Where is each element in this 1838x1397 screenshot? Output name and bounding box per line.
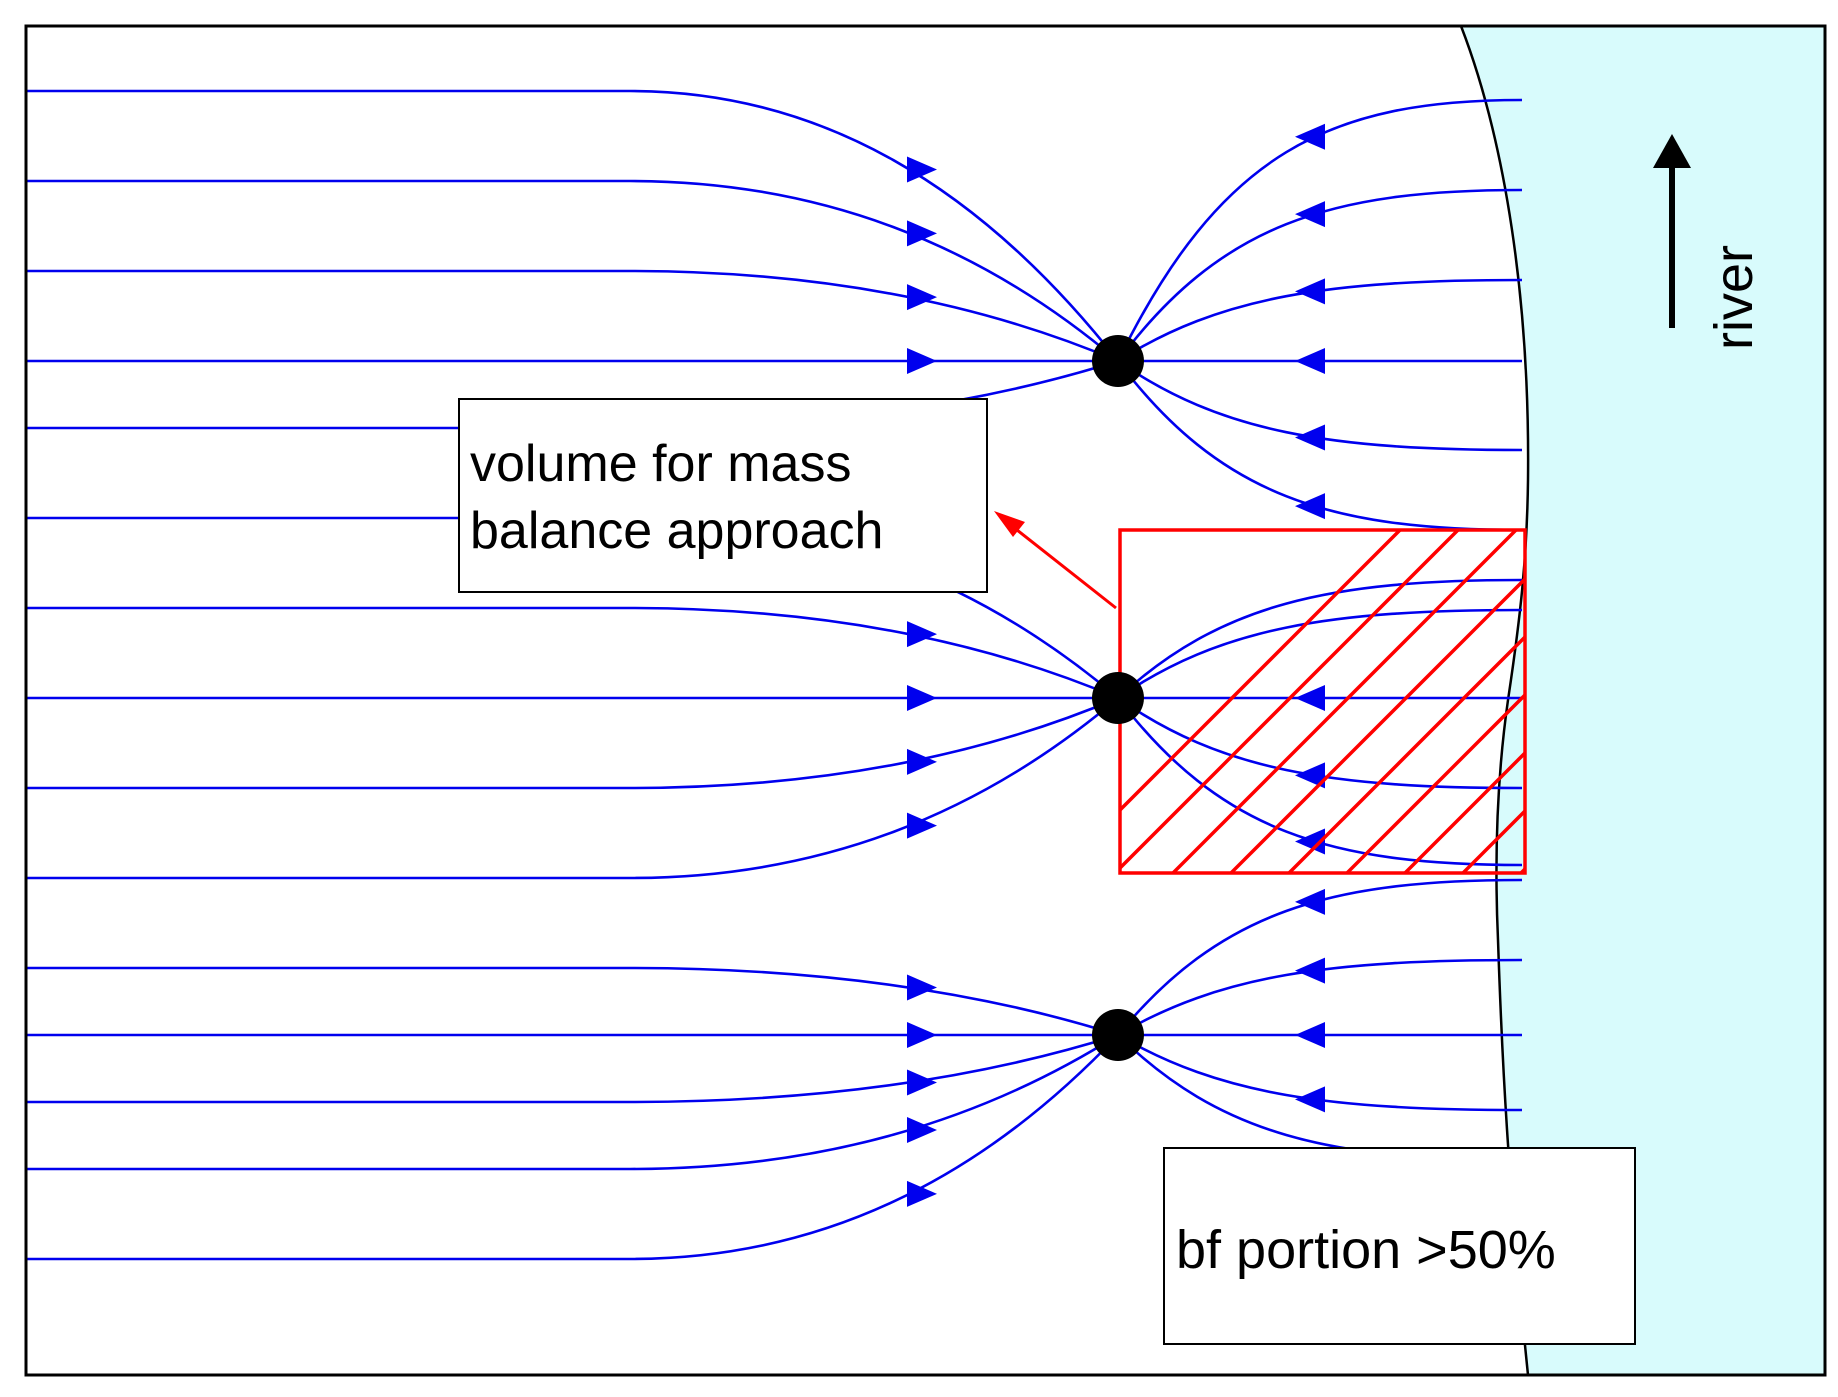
hatch-line xyxy=(1120,530,1403,813)
hatch-line xyxy=(1170,530,1519,873)
streamline-left-10 xyxy=(26,697,1119,880)
flow-arrow-left-13 xyxy=(907,1069,937,1096)
streamline-left-9 xyxy=(26,696,1119,790)
flow-arrow-left-10 xyxy=(907,812,937,839)
streamline-right-1 xyxy=(1116,98,1523,362)
flow-arrow-left-9 xyxy=(907,748,937,775)
hatch-line xyxy=(1402,750,1525,873)
flow-arrow-right-11 xyxy=(1295,828,1325,855)
flow-arrow-right-10 xyxy=(1295,762,1325,789)
streamline-left-2 xyxy=(26,179,1119,362)
streamline-right-13 xyxy=(1117,958,1523,1037)
streamline-left-3 xyxy=(26,269,1119,363)
river-bank xyxy=(1459,25,1530,1376)
hatch-line xyxy=(1460,808,1525,873)
streamline-left-1 xyxy=(26,89,1120,362)
flow-arrow-left-3 xyxy=(907,284,937,311)
flow-arrow-right-14 xyxy=(1295,1022,1325,1048)
streamline-left-7 xyxy=(26,606,1119,700)
river-direction-arrow xyxy=(1653,134,1691,328)
flow-arrowheads xyxy=(907,123,1325,1207)
hatch-line xyxy=(1344,692,1525,873)
flow-arrow-left-12 xyxy=(907,1022,937,1048)
flow-arrow-right-5 xyxy=(1295,424,1325,451)
flow-arrow-right-2 xyxy=(1295,201,1325,228)
streamline-right-2 xyxy=(1116,188,1523,362)
flow-arrow-right-4 xyxy=(1295,348,1325,374)
river-label: river xyxy=(1704,245,1764,350)
well-top xyxy=(1092,335,1144,387)
bf-portion-label: bf portion >50% xyxy=(1176,1220,1556,1280)
flow-arrow-left-2 xyxy=(907,220,937,247)
flow-arrow-right-12 xyxy=(1295,888,1325,915)
hatch-line xyxy=(1286,634,1525,873)
streamline-right-3 xyxy=(1117,278,1523,363)
river-area xyxy=(1461,26,1825,1375)
streamline-right-7 xyxy=(1117,578,1523,699)
flow-arrow-left-7 xyxy=(907,621,937,648)
hatch-line xyxy=(1120,530,1461,871)
flow-arrow-left-1 xyxy=(907,156,937,183)
streamline-left-11 xyxy=(26,966,1119,1037)
diagram-frame xyxy=(24,24,1827,1377)
well-bottom xyxy=(1092,1009,1144,1061)
volume-pointer-arrow xyxy=(994,511,1117,610)
streamline-right-11 xyxy=(1116,697,1523,867)
flow-arrow-left-8 xyxy=(907,685,937,711)
bf-portion-label-box: bf portion >50% xyxy=(1163,1147,1636,1345)
streamline-left-15 xyxy=(26,1034,1119,1261)
flow-arrow-left-14 xyxy=(907,1117,937,1144)
flow-arrow-right-13 xyxy=(1295,957,1325,984)
well-middle xyxy=(1092,672,1144,724)
flow-arrow-right-3 xyxy=(1295,278,1325,305)
flow-arrow-left-11 xyxy=(907,974,937,1001)
streamline-left-13 xyxy=(26,1033,1119,1104)
streamlines xyxy=(26,89,1523,1261)
flow-arrow-left-15 xyxy=(907,1180,937,1207)
flow-arrow-right-15 xyxy=(1295,1086,1325,1113)
volume-label-line1: volume for mass xyxy=(470,435,851,493)
flow-arrow-right-9 xyxy=(1295,685,1325,711)
streamline-right-12 xyxy=(1116,878,1523,1036)
streamline-right-5 xyxy=(1117,359,1523,452)
volume-label-line2: balance approach xyxy=(470,502,883,560)
volume-label-box: volume for mass balance approach xyxy=(458,398,988,593)
streamline-left-14 xyxy=(26,1033,1119,1171)
flow-arrow-left-4 xyxy=(907,348,937,374)
flow-arrow-right-1 xyxy=(1295,123,1325,150)
streamline-right-6 xyxy=(1116,360,1523,532)
flow-arrow-right-6 xyxy=(1295,493,1325,520)
streamline-right-8 xyxy=(1117,608,1523,700)
streamline-right-15 xyxy=(1117,1033,1523,1112)
streamline-right-10 xyxy=(1117,696,1523,790)
